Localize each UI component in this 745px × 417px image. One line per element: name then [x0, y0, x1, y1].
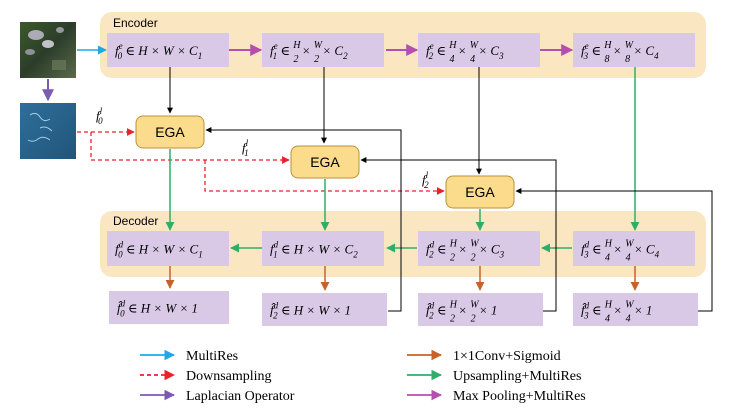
legend-label-2: Laplacian Operator — [186, 389, 295, 404]
legend-label-4: Upsampling+MultiRes — [453, 369, 581, 384]
legend-item-4: Upsampling+MultiRes — [407, 369, 581, 384]
laplacian-edge-image — [20, 103, 76, 159]
ega-label-3: EGA — [465, 184, 495, 200]
feedback-loop-2 — [360, 157, 557, 312]
legend-label-3: 1×1Conv+Sigmoid — [453, 349, 561, 364]
ega-block-2: EGA — [290, 145, 360, 179]
input-satellite-image — [20, 22, 76, 78]
feedback-loop-3 — [515, 188, 713, 312]
decoder-panel — [100, 211, 706, 277]
ega-block-1: EGA — [135, 115, 205, 149]
ega-label-1: EGA — [155, 124, 185, 140]
ega-label-2: EGA — [310, 154, 340, 170]
legend-item-5: Max Pooling+MultiRes — [407, 389, 586, 404]
legend-item-2: Laplacian Operator — [140, 389, 295, 404]
legend-item-0: MultiRes — [140, 349, 238, 364]
legend-label-0: MultiRes — [186, 349, 238, 364]
legend-item-1: Downsampling — [140, 369, 272, 384]
legend-label-1: Downsampling — [186, 369, 272, 384]
legend-item-3: 1×1Conv+Sigmoid — [407, 349, 561, 364]
decoder-label: Decoder — [113, 214, 158, 228]
ega-block-3: EGA — [445, 175, 515, 209]
downsampling-paths — [77, 128, 445, 195]
legend-label-5: Max Pooling+MultiRes — [453, 389, 586, 404]
feedback-loop-1 — [205, 127, 402, 312]
encoder-panel — [100, 12, 706, 78]
encoder-label: Encoder — [113, 16, 158, 30]
